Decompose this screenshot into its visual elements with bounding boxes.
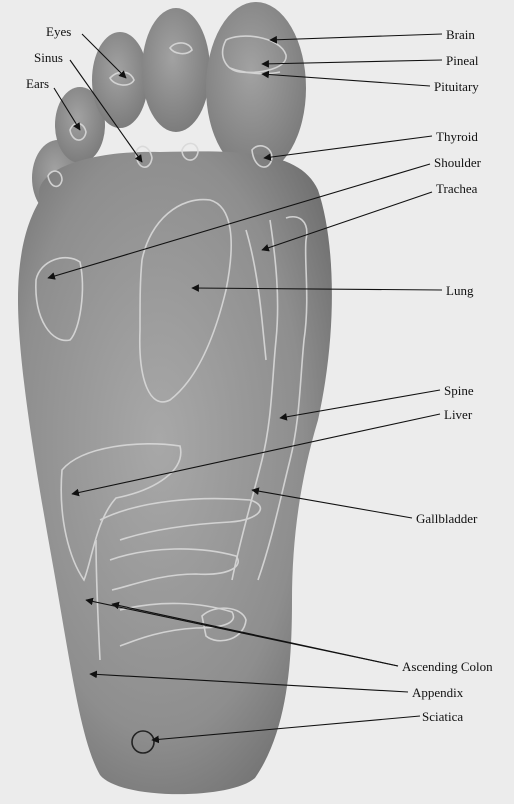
third-toe: [92, 32, 148, 128]
label-gallbladder: Gallbladder: [416, 511, 477, 526]
label-liver: Liver: [444, 407, 472, 422]
label-brain: Brain: [446, 27, 475, 42]
label-lung: Lung: [446, 283, 473, 298]
big-toe: [206, 2, 306, 174]
label-ascending-colon: Ascending Colon: [402, 659, 493, 674]
label-eyes: Eyes: [46, 24, 71, 39]
label-sinus: Sinus: [34, 50, 63, 65]
second-toe: [142, 8, 210, 132]
label-pituitary: Pituitary: [434, 79, 479, 94]
label-pineal: Pineal: [446, 53, 479, 68]
label-ears: Ears: [26, 76, 49, 91]
label-appendix: Appendix: [412, 685, 463, 700]
foot-sole: [18, 151, 332, 794]
label-thyroid: Thyroid: [436, 129, 478, 144]
label-trachea: Trachea: [436, 181, 477, 196]
label-shoulder: Shoulder: [434, 155, 481, 170]
label-sciatica: Sciatica: [422, 709, 463, 724]
label-spine: Spine: [444, 383, 474, 398]
